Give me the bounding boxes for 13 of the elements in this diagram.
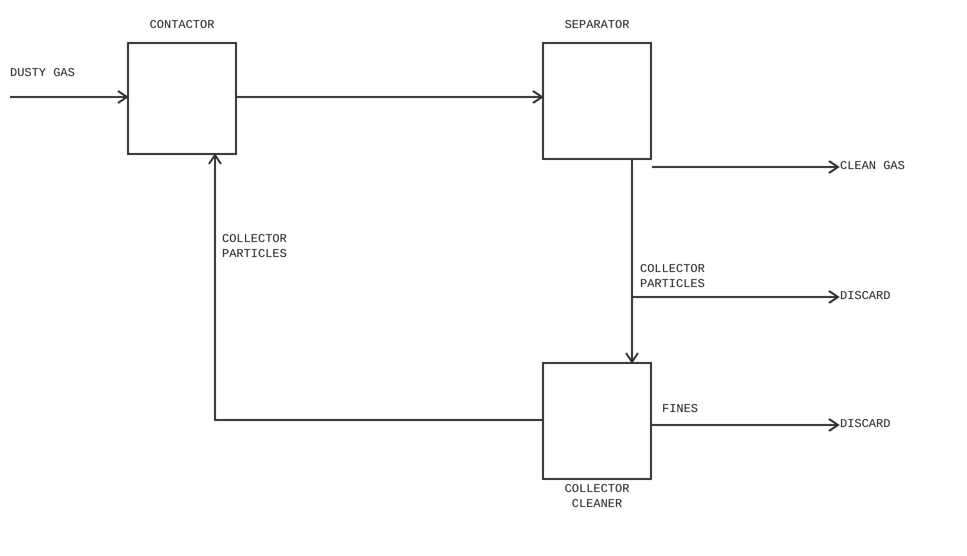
- stream-label: DISCARD: [840, 417, 890, 432]
- box-heading: CONTACTOR: [148, 18, 216, 33]
- flow-arrow: [652, 418, 839, 432]
- flow-arrow: [208, 154, 542, 421]
- stream-label: DUSTY GAS: [10, 66, 75, 81]
- stream-label: DISCARD: [840, 289, 890, 304]
- flow-arrow: [237, 90, 543, 104]
- flow-arrow: [631, 160, 839, 304]
- flow-arrow: [10, 90, 128, 104]
- flow-arrow: [652, 160, 839, 174]
- box-heading: SEPARATOR: [564, 18, 630, 33]
- box-heading: COLLECTOR CLEANER: [564, 482, 630, 512]
- stream-label: CLEAN GAS: [840, 159, 905, 174]
